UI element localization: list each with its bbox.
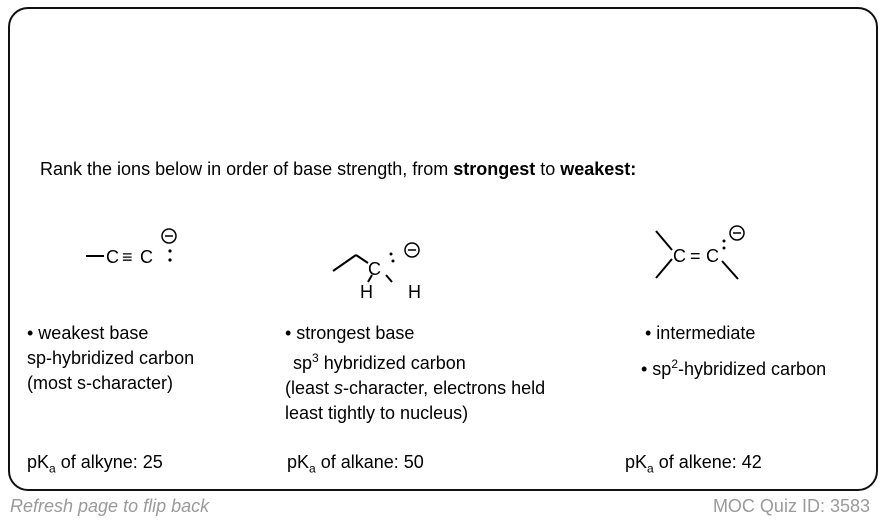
refresh-hint: Refresh page to flip back	[10, 496, 210, 516]
atom-label: C	[368, 259, 381, 279]
bond-label: =	[690, 246, 701, 266]
alkane-anion	[332, 242, 420, 283]
atom-label: H	[408, 282, 421, 302]
atom-label: C	[706, 246, 719, 266]
atom-label: H	[360, 282, 373, 302]
atom-label: C	[673, 246, 686, 266]
bond-label: ≡	[122, 247, 133, 267]
alkane-notes: • strongest base sp3 hybridized carbon (…	[285, 323, 546, 423]
alkene-anion	[655, 225, 745, 280]
quiz-card[interactable]	[8, 7, 878, 491]
atom-label: C	[140, 247, 153, 267]
alkene-pka: pKa of alkene: 42	[625, 452, 762, 476]
alkane-pka: pKa of alkane: 50	[287, 452, 424, 476]
alkyne-anion	[86, 228, 177, 257]
alkyne-pka: pKa of alkyne: 25	[27, 452, 163, 476]
quiz-id: MOC Quiz ID: 3583	[712, 496, 870, 516]
alkene-notes: • intermediate • sp2-hybridized carbon	[641, 323, 827, 379]
question-text: Rank the ions below in order of base str…	[40, 159, 637, 179]
atom-label: C	[106, 247, 119, 267]
